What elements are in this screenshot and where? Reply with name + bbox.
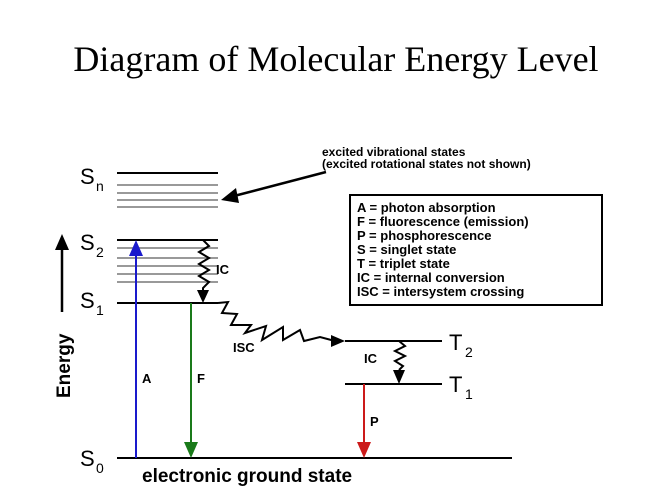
internal-conversion-singlet-arrowhead (197, 290, 209, 303)
legend-item: ISC = intersystem crossing (357, 284, 524, 299)
legend-item: A = photon absorption (357, 200, 496, 215)
intersystem-crossing-label: ISC (233, 340, 255, 355)
fluorescence-label: F (197, 371, 205, 386)
legend-box (349, 194, 603, 306)
svg-text:1: 1 (465, 386, 473, 402)
legend-item: F = fluorescence (emission) (357, 214, 529, 229)
absorption-arrowhead (129, 240, 143, 256)
level-label-t2: T 2 (449, 330, 473, 360)
svg-text:2: 2 (465, 344, 473, 360)
phosphorescence-label: P (370, 414, 379, 429)
annotation-line-1: excited vibrational states (322, 145, 466, 159)
phosphorescence-arrowhead (357, 442, 371, 458)
internal-conversion-triplet-wave (392, 340, 408, 371)
absorption-label: A (142, 371, 152, 386)
legend-item: T = triplet state (357, 256, 450, 271)
annotation-line-2: (excited rotational states not shown) (322, 157, 531, 171)
legend: A = photon absorption F = fluorescence (… (357, 200, 529, 299)
svg-text:n: n (96, 178, 104, 194)
svg-text:T: T (449, 330, 462, 355)
svg-text:2: 2 (96, 244, 104, 260)
internal-conversion-singlet-label: IC (216, 262, 230, 277)
svg-text:S: S (80, 288, 95, 313)
level-label-s1: S 1 (80, 288, 104, 318)
energy-axis-arrowhead (55, 234, 69, 250)
svg-text:0: 0 (96, 460, 104, 476)
legend-item: P = phosphorescence (357, 228, 492, 243)
svg-text:1: 1 (96, 302, 104, 318)
svg-text:S: S (80, 446, 95, 471)
energy-axis-label: Energy (54, 333, 75, 398)
svg-text:S: S (80, 164, 95, 189)
level-label-sn: S n (80, 164, 104, 194)
internal-conversion-triplet-label: IC (364, 351, 378, 366)
legend-item: S = singlet state (357, 242, 456, 257)
internal-conversion-singlet-wave (197, 239, 211, 292)
annotation-pointer-arrow (233, 170, 327, 198)
level-label-t1: T 1 (449, 372, 473, 402)
intersystem-crossing-wave (217, 300, 336, 343)
svg-text:T: T (449, 372, 462, 397)
fluorescence-arrowhead (184, 442, 198, 458)
annotation-pointer-arrowhead (221, 188, 239, 203)
ground-state-label: electronic ground state (142, 466, 352, 487)
legend-item: IC = internal conversion (357, 270, 505, 285)
intersystem-crossing-arrowhead (331, 335, 345, 347)
vibrational-states-sn (117, 184, 218, 208)
level-label-s2: S 2 (80, 230, 104, 260)
page-title: Diagram of Molecular Energy Level (73, 39, 599, 79)
level-label-s0: S 0 (80, 446, 104, 476)
svg-text:S: S (80, 230, 95, 255)
internal-conversion-triplet-arrowhead (393, 370, 405, 384)
